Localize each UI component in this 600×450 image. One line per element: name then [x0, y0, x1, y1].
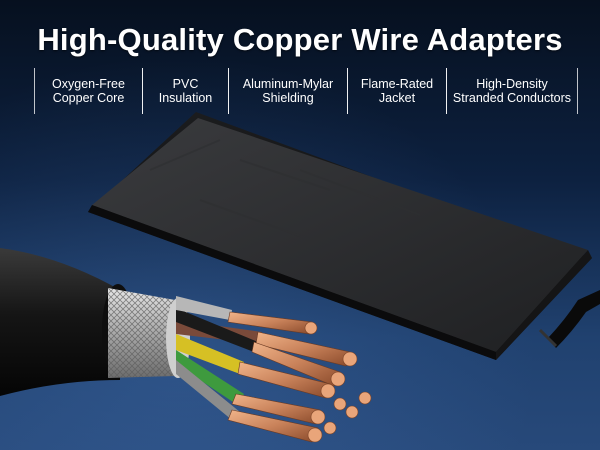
feature-line-2: Jacket [378, 91, 416, 105]
cable-cross-section-image [0, 248, 372, 443]
feature-line-2: Shielding [262, 91, 314, 105]
page-title: High-Quality Copper Wire Adapters [37, 22, 563, 57]
feature-line-1: Oxygen-Free [52, 77, 125, 91]
feature-line-1: Aluminum-Mylar [242, 77, 334, 91]
feature-line-2: Stranded Conductors [452, 91, 572, 105]
feature-line-1: High-Density [476, 77, 548, 91]
feature-line-1: PVC [172, 77, 199, 91]
feature-line-1: Flame-Rated [360, 77, 434, 91]
feature-line-2: Copper Core [52, 91, 125, 105]
feature-line-2: Insulation [158, 91, 213, 105]
power-adapter-image [88, 112, 600, 360]
